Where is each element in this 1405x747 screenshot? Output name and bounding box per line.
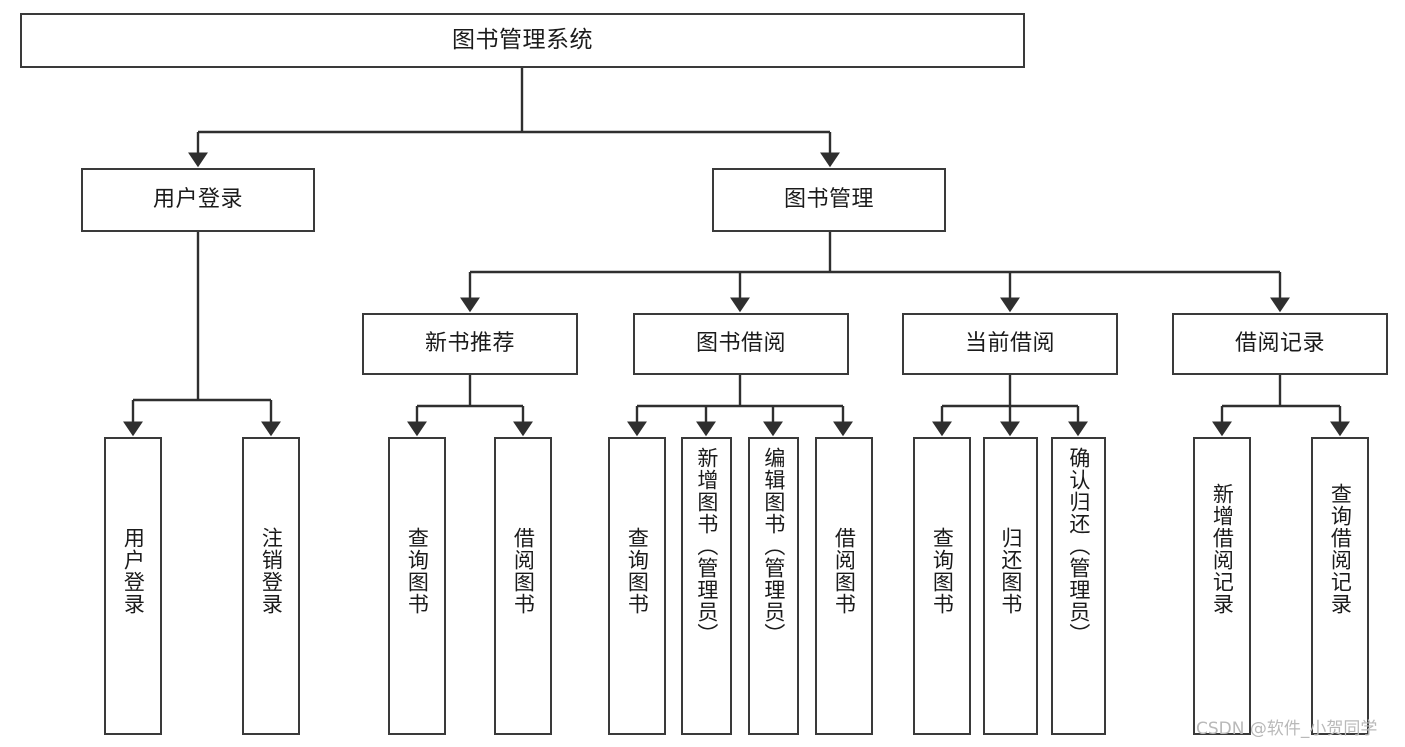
node-current-borrowing-label: 当前借阅	[964, 331, 1055, 357]
node-user-login[interactable]: 用户登录	[81, 168, 315, 232]
leaf-borrow-book-borrowing-label: 借阅图书	[832, 527, 857, 615]
leaf-query-borrow-record-label: 查询借阅记录	[1328, 483, 1353, 615]
leaf-borrow-book-borrowing[interactable]: 借阅图书	[815, 437, 873, 735]
node-book-borrowing[interactable]: 图书借阅	[633, 313, 849, 375]
leaf-user-login[interactable]: 用户登录	[104, 437, 162, 735]
leaf-logout-label: 注销登录	[259, 527, 284, 615]
leaf-borrow-book-recommendation-label: 借阅图书	[511, 527, 536, 615]
leaf-add-borrow-record-label: 新增借阅记录	[1210, 483, 1235, 615]
node-new-book-recommendation-label: 新书推荐	[424, 331, 515, 357]
leaf-logout[interactable]: 注销登录	[242, 437, 300, 735]
node-current-borrowing[interactable]: 当前借阅	[902, 313, 1118, 375]
leaf-query-book-recommendation-label: 查询图书	[405, 527, 430, 615]
node-borrow-records[interactable]: 借阅记录	[1172, 313, 1388, 375]
leaf-confirm-return[interactable]: 确认归还（管理员）	[1051, 437, 1106, 735]
node-new-book-recommendation[interactable]: 新书推荐	[362, 313, 578, 375]
leaf-add-book[interactable]: 新增图书（管理员）	[681, 437, 732, 735]
leaf-edit-book[interactable]: 编辑图书（管理员）	[748, 437, 799, 735]
leaf-borrow-book-recommendation[interactable]: 借阅图书	[494, 437, 552, 735]
node-borrow-records-label: 借阅记录	[1234, 331, 1325, 357]
leaf-confirm-return-label: 确认归还（管理员）	[1066, 447, 1091, 645]
leaf-query-borrow-record[interactable]: 查询借阅记录	[1311, 437, 1369, 735]
leaf-query-book-recommendation[interactable]: 查询图书	[388, 437, 446, 735]
node-book-management[interactable]: 图书管理	[712, 168, 946, 232]
node-user-login-label: 用户登录	[152, 187, 243, 213]
node-root-label: 图书管理系统	[452, 26, 593, 53]
leaf-query-book-current-label: 查询图书	[930, 527, 955, 615]
node-root[interactable]: 图书管理系统	[20, 13, 1025, 68]
leaf-return-book[interactable]: 归还图书	[983, 437, 1038, 735]
csdn-watermark: CSDN @软件_小贺同学	[1196, 719, 1378, 739]
leaf-add-book-label: 新增图书（管理员）	[694, 447, 719, 645]
leaf-edit-book-label: 编辑图书（管理员）	[761, 447, 786, 645]
leaf-add-borrow-record[interactable]: 新增借阅记录	[1193, 437, 1251, 735]
node-book-borrowing-label: 图书借阅	[695, 331, 786, 357]
leaf-query-book-borrowing-label: 查询图书	[625, 527, 650, 615]
node-book-management-label: 图书管理	[783, 187, 874, 213]
leaf-query-book-current[interactable]: 查询图书	[913, 437, 971, 735]
leaf-return-book-label: 归还图书	[998, 527, 1023, 615]
leaf-query-book-borrowing[interactable]: 查询图书	[608, 437, 666, 735]
leaf-user-login-label: 用户登录	[121, 527, 146, 615]
